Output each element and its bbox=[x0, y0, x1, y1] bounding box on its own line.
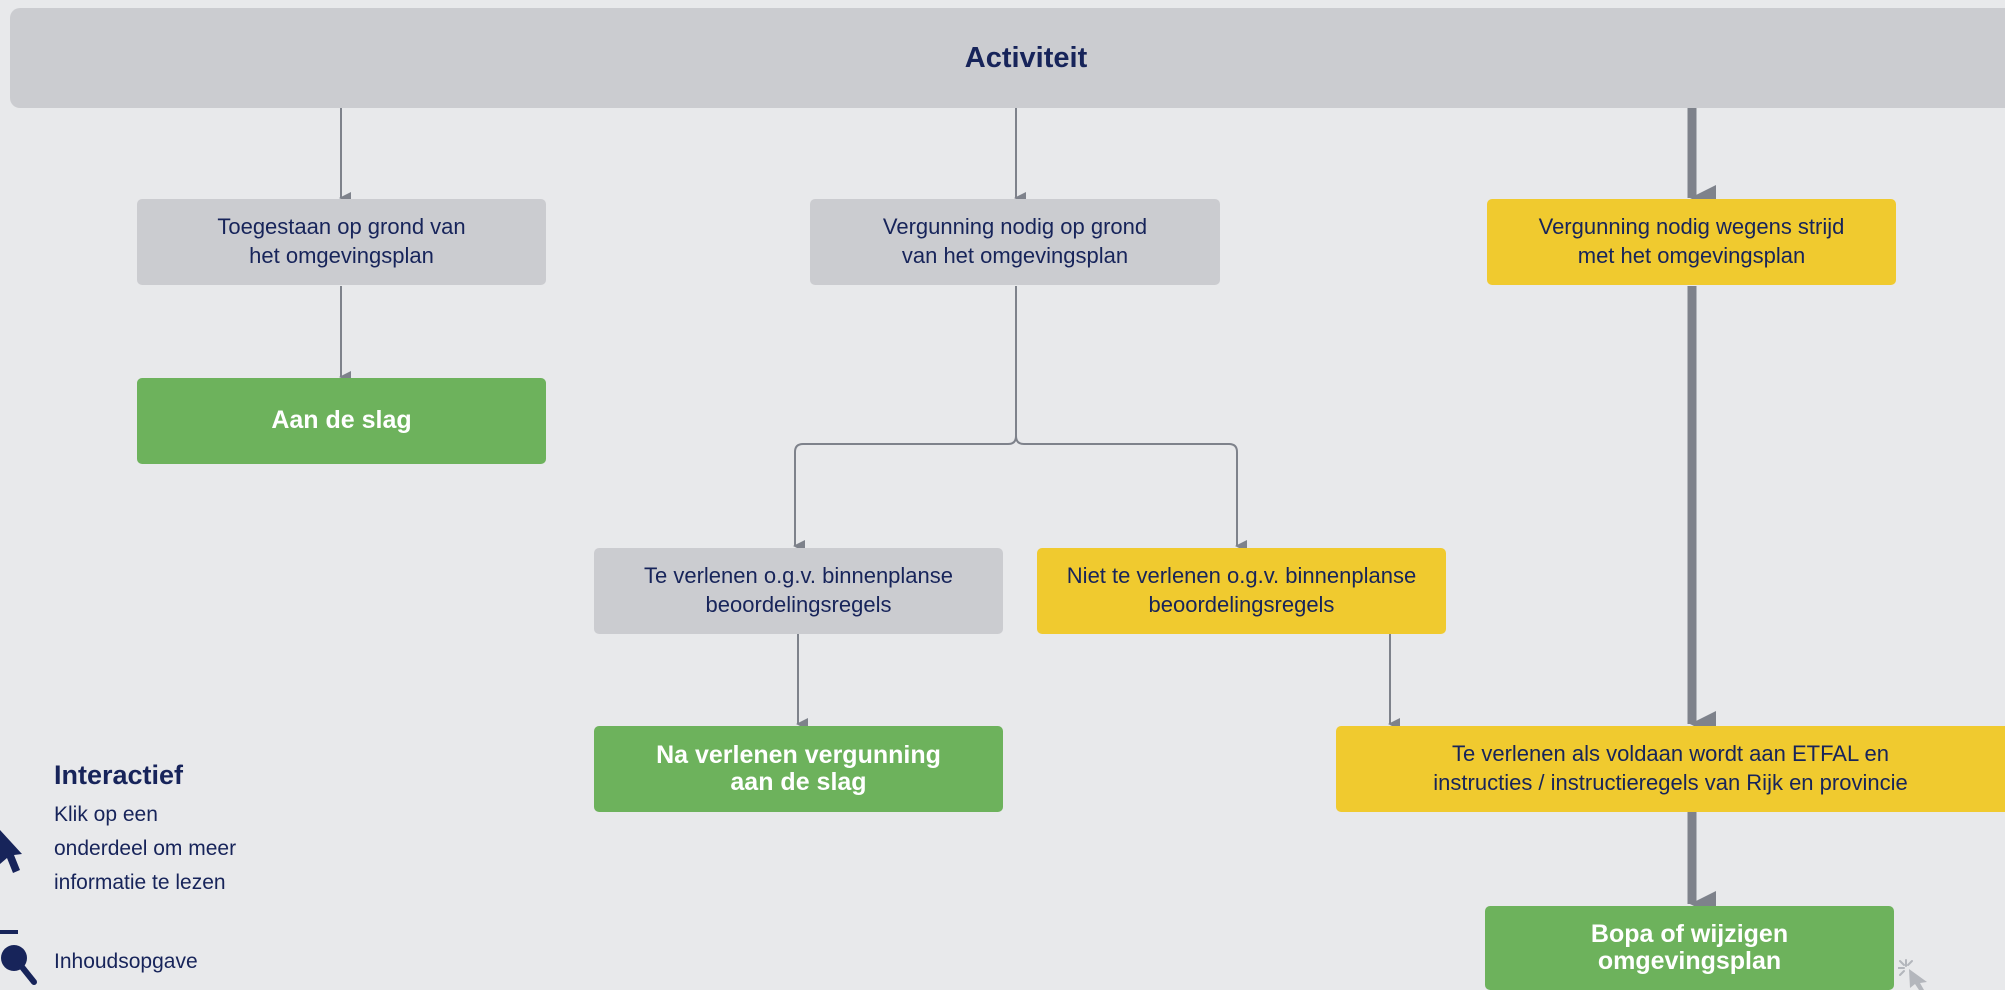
box-permit-required-label: Vergunning nodig op grond van het omgevi… bbox=[882, 214, 1148, 268]
box-allowed-label: Toegestaan op grond van het omgevingspla… bbox=[217, 214, 466, 268]
box-start-after-permit[interactable]: Na verlenen vergunning aan de slag bbox=[594, 726, 1003, 812]
click-cursor-icon bbox=[1898, 959, 1927, 990]
box-permit-conflict-label: Vergunning nodig wegens strijd met het o… bbox=[1538, 214, 1845, 268]
box-grantable-etfal[interactable]: Te verlenen als voldaan wordt aan ETFAL … bbox=[1336, 726, 2005, 812]
box-bopa-or-change-label: Bopa of wijzigen omgevingsplan bbox=[1590, 919, 1789, 975]
box-start-work-label: Aan de slag bbox=[271, 406, 412, 435]
box-start-after-permit-label: Na verlenen vergunning aan de slag bbox=[656, 740, 941, 796]
connector-permit-branch bbox=[793, 286, 1017, 552]
box-grantable-internal-label: Te verlenen o.g.v. binnenplanse beoordel… bbox=[643, 563, 954, 617]
box-permit-required[interactable]: Vergunning nodig op grond van het omgevi… bbox=[810, 199, 1220, 285]
box-permit-conflict[interactable]: Vergunning nodig wegens strijd met het o… bbox=[1487, 199, 1896, 285]
box-not-grantable-internal[interactable]: Niet te verlenen o.g.v. binnenplanse beo… bbox=[1037, 548, 1446, 634]
box-not-grantable-internal-label: Niet te verlenen o.g.v. binnenplanse beo… bbox=[1066, 563, 1417, 617]
connector-permit-branch-right bbox=[1015, 435, 1247, 552]
legend-title: Interactief bbox=[54, 760, 184, 790]
header-title: Activiteit bbox=[964, 41, 1088, 74]
box-grantable-internal[interactable]: Te verlenen o.g.v. binnenplanse beoordel… bbox=[594, 548, 1003, 634]
box-allowed[interactable]: Toegestaan op grond van het omgevingspla… bbox=[137, 199, 546, 285]
table-of-contents-link[interactable]: Inhoudsopgave bbox=[54, 950, 198, 973]
legend-description: Klik op een onderdeel om meer informatie… bbox=[54, 803, 237, 894]
pointer-cursor-icon bbox=[0, 830, 22, 873]
magnifier-icon[interactable] bbox=[0, 930, 40, 990]
box-start-work[interactable]: Aan de slag bbox=[137, 378, 546, 464]
activiteit-header[interactable]: Activiteit bbox=[10, 8, 2005, 108]
box-bopa-or-change[interactable]: Bopa of wijzigen omgevingsplan bbox=[1485, 906, 1894, 990]
box-grantable-etfal-label: Te verlenen als voldaan wordt aan ETFAL … bbox=[1433, 741, 1908, 795]
